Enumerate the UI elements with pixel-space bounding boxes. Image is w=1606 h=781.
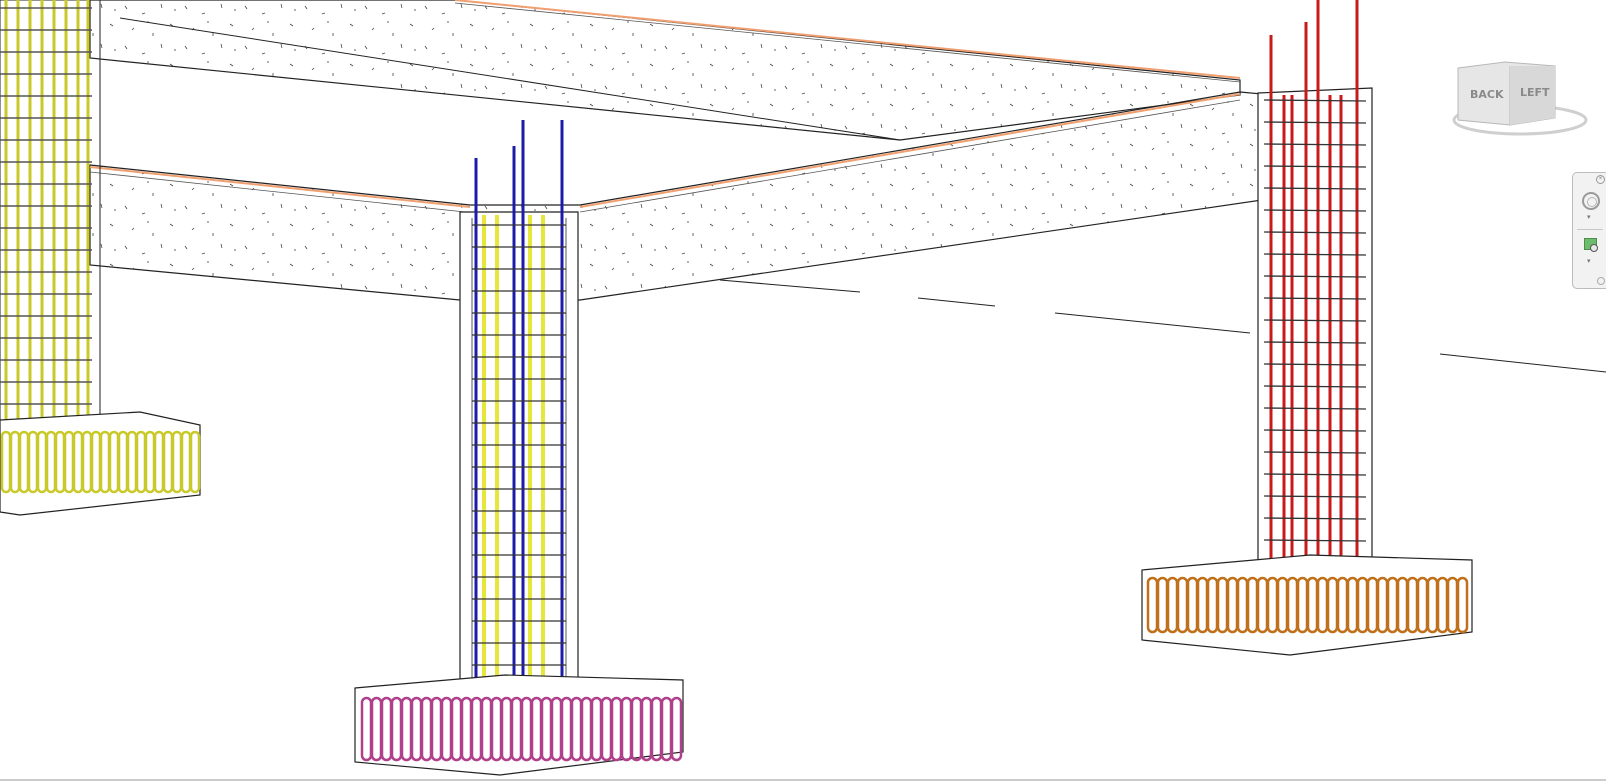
rebar-tie — [1263, 99, 1367, 102]
navbar-grip-icon[interactable] — [1597, 277, 1605, 285]
zoom-region-icon[interactable] — [1584, 238, 1598, 252]
concrete-beam-back[interactable] — [89, 0, 1241, 141]
steering-wheel-icon[interactable] — [1582, 192, 1600, 210]
rebar-tie — [1263, 231, 1367, 234]
rebar-tie — [1263, 495, 1367, 498]
wheel-dropdown-icon[interactable]: ▾ — [1587, 214, 1591, 221]
navigation-bar[interactable]: × ▾ ▾ — [1572, 172, 1606, 289]
rebar-tie — [1263, 275, 1367, 278]
footing-rebar-loop — [189, 430, 201, 494]
rebar-tie — [1263, 143, 1367, 146]
rebar-tie — [1263, 165, 1367, 168]
viewcube[interactable]: BACK LEFT — [1452, 61, 1588, 136]
column-middle[interactable] — [459, 120, 579, 745]
rebar-tie — [1263, 319, 1367, 322]
rebar-tie — [1263, 473, 1367, 476]
navbar-separator — [1577, 229, 1603, 230]
footing-rebar-loop — [1456, 576, 1469, 634]
rebar-tie — [1263, 297, 1367, 300]
rebar-tie — [1263, 363, 1367, 366]
rebar-tie — [1263, 517, 1367, 520]
rebar-tie — [1263, 209, 1367, 212]
rebar-tie — [1263, 429, 1367, 432]
rebar-tie — [1263, 341, 1367, 344]
footing-middle[interactable] — [354, 674, 684, 776]
column-left[interactable] — [0, 0, 101, 430]
rebar-tie — [1263, 539, 1367, 542]
rebar-tie — [1263, 385, 1367, 388]
rebar-tie — [1263, 187, 1367, 190]
viewcube-left-face[interactable]: LEFT — [1520, 86, 1550, 99]
close-icon[interactable]: × — [1596, 175, 1605, 184]
footing-right[interactable] — [1141, 554, 1473, 656]
rebar-tie — [1263, 253, 1367, 256]
footing-rebar-loop — [670, 696, 683, 762]
column-right[interactable] — [1257, 0, 1373, 630]
rebar-tie — [1263, 451, 1367, 454]
concrete-beam-front[interactable] — [89, 91, 1263, 301]
viewcube-back-face[interactable]: BACK — [1470, 88, 1504, 101]
grid-line-dashed — [719, 279, 1606, 373]
rebar-tie — [1263, 121, 1367, 124]
zoom-dropdown-icon[interactable]: ▾ — [1587, 258, 1591, 265]
rebar-tie — [1263, 407, 1367, 410]
footing-left[interactable] — [0, 411, 201, 516]
